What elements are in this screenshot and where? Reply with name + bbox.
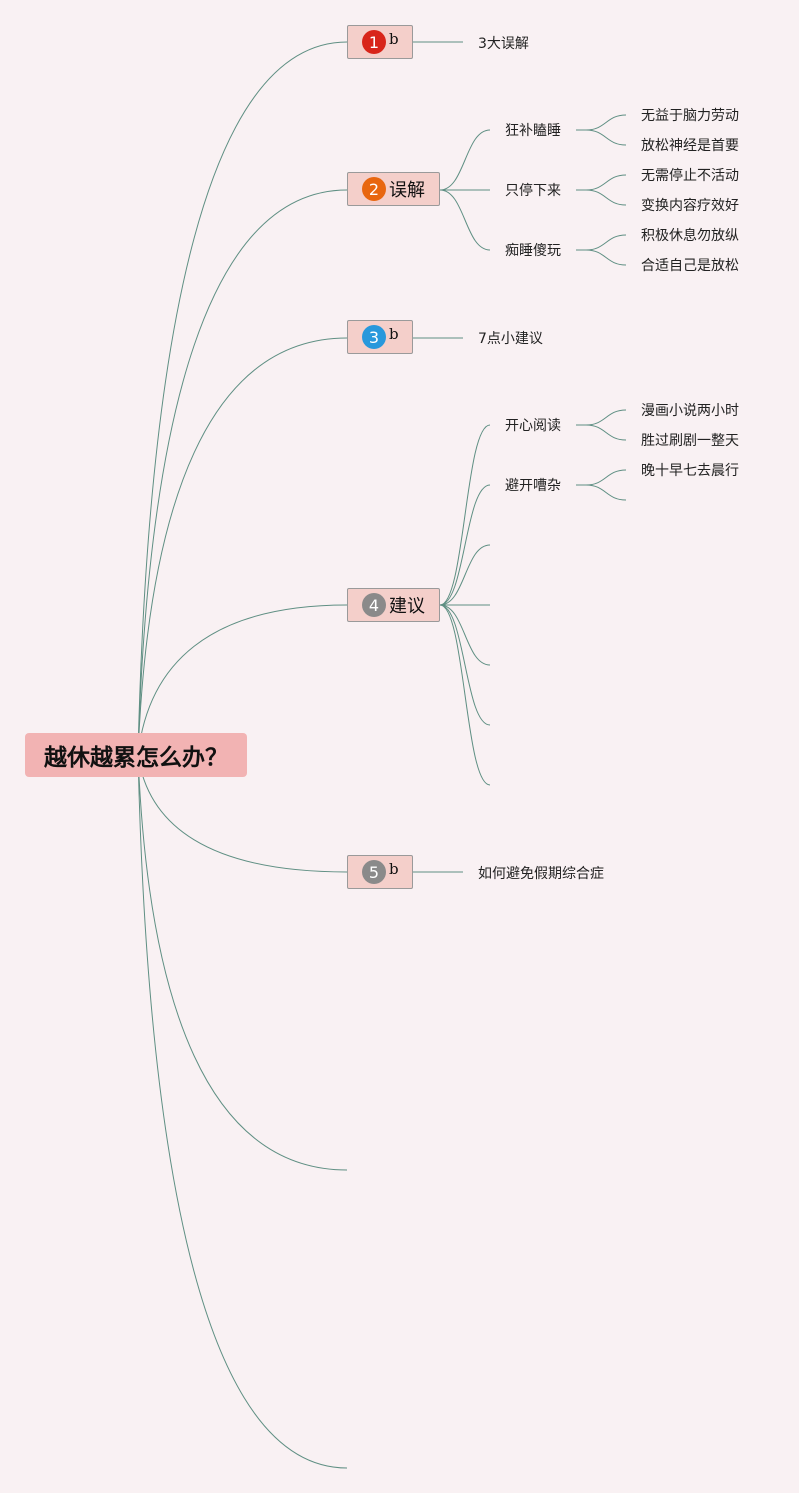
detail-item[interactable]: 晚十早七去晨行 <box>641 463 739 479</box>
branch-topic-1[interactable]: 1 b <box>347 25 413 59</box>
root-connector-line <box>137 754 348 1469</box>
number-badge-icon: 2 <box>362 177 386 201</box>
number-badge-icon: 5 <box>362 860 386 884</box>
detail-connector-line <box>585 174 627 191</box>
branch-topic-4[interactable]: 4 建议 <box>347 588 440 622</box>
detail-connector-line <box>585 469 627 486</box>
branch-topic-3[interactable]: 3 b <box>347 320 413 354</box>
branch-connector-line <box>439 484 491 606</box>
detail-connector-line <box>585 234 627 251</box>
subtopic-item[interactable]: 狂补瞌睡 <box>505 123 561 139</box>
detail-connector-line <box>585 424 627 441</box>
branch-connector-line <box>439 604 491 666</box>
number-badge-icon: 4 <box>362 593 386 617</box>
root-connector-line <box>137 604 348 756</box>
detail-item[interactable]: 变换内容疗效好 <box>641 198 739 214</box>
detail-connector-line <box>585 114 627 131</box>
detail-connector-line <box>585 249 627 266</box>
number-badge-icon: 1 <box>362 30 386 54</box>
subtopic-item[interactable]: 避开嘈杂 <box>505 478 561 494</box>
branch-topic-2[interactable]: 2 误解 <box>347 172 440 206</box>
detail-connector-line <box>585 129 627 146</box>
branch-connector-line <box>439 424 491 606</box>
detail-item[interactable]: 无需停止不活动 <box>641 168 739 184</box>
root-connector-line <box>137 337 348 756</box>
detail-connector-line <box>585 189 627 206</box>
detail-connector-line <box>585 409 627 426</box>
branch-label: b <box>389 325 399 343</box>
branch-connector-line <box>439 544 491 606</box>
root-title: 越休越累怎么办？ <box>44 745 228 771</box>
root-connector-line <box>137 189 348 756</box>
branch-connector-line <box>439 604 491 726</box>
branch-label: 误解 <box>389 180 425 201</box>
detail-item[interactable]: 无益于脑力劳动 <box>641 108 739 124</box>
branch-connector-line <box>439 129 491 191</box>
detail-item[interactable]: 放松神经是首要 <box>641 138 739 154</box>
detail-item[interactable]: 积极休息勿放纵 <box>641 228 739 244</box>
branch-label: 建议 <box>389 596 425 617</box>
branch-label: b <box>389 860 399 878</box>
detail-item[interactable]: 合适自己是放松 <box>641 258 739 274</box>
subtopic-item[interactable]: 3大误解 <box>478 36 529 52</box>
subtopic-item[interactable]: 痴睡傻玩 <box>505 243 561 259</box>
branch-topic-5[interactable]: 5 b <box>347 855 413 889</box>
detail-item[interactable]: 胜过刷剧一整天 <box>641 433 739 449</box>
root-connector-line <box>137 41 348 756</box>
detail-item[interactable]: 漫画小说两小时 <box>641 403 739 419</box>
subtopic-item[interactable]: 7点小建议 <box>478 331 543 347</box>
branch-label: b <box>389 30 399 48</box>
root-connector-line <box>137 754 348 1171</box>
subtopic-item[interactable]: 如何避免假期综合症 <box>478 866 604 882</box>
number-badge-icon: 3 <box>362 325 386 349</box>
root-topic[interactable]: 越休越累怎么办？ <box>25 733 247 777</box>
subtopic-item[interactable]: 开心阅读 <box>505 418 561 434</box>
root-connector-line <box>137 754 348 873</box>
detail-connector-line <box>585 484 627 501</box>
branch-connector-line <box>439 189 491 251</box>
branch-connector-line <box>439 604 491 786</box>
subtopic-item[interactable]: 只停下来 <box>505 183 561 199</box>
